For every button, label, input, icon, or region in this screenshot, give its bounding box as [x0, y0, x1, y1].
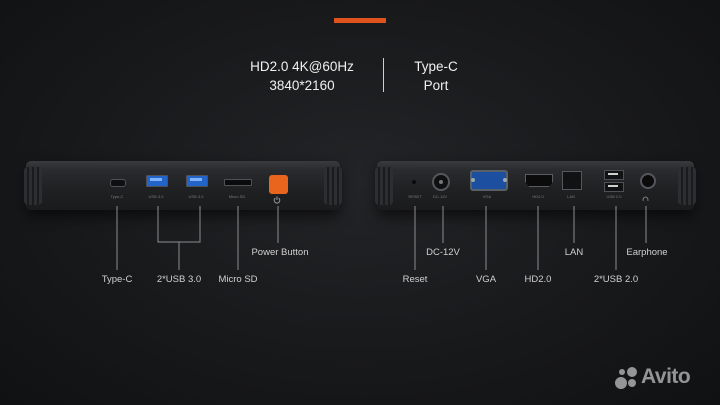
- callout-dc: DC-12V: [426, 247, 460, 258]
- callout-vga: VGA: [475, 274, 497, 285]
- callout-usb2: 2*USB 2.0: [593, 274, 639, 285]
- power-icon: [273, 196, 281, 204]
- usb2-port-2: [604, 182, 624, 192]
- power-button: [269, 175, 288, 194]
- port-label-reset: RESET: [408, 194, 422, 199]
- callout-hd: HD2.0: [524, 274, 552, 285]
- right-heatsink-fin: [324, 167, 342, 205]
- device-rear-panel: RESET DC-12V VGA HD2.0 LAN USB 2.0: [375, 161, 696, 210]
- callout-usb3: 2*USB 3.0: [156, 274, 202, 285]
- typec-spec-line1: Type-C: [414, 59, 458, 74]
- dc-power-jack: [432, 173, 450, 191]
- left-heatsink-fin: [24, 167, 42, 205]
- callout-microsd: Micro SD: [218, 274, 258, 285]
- microsd-slot: [224, 179, 252, 186]
- typec-spec: Type-C Port: [396, 57, 476, 95]
- left-heatsink-fin: [375, 167, 393, 205]
- usb3-port-2: [186, 175, 208, 187]
- port-label-usb3-2: USB 3.0: [188, 194, 204, 199]
- accent-bar: [334, 18, 386, 23]
- typec-spec-line2: Port: [423, 78, 449, 93]
- typec-port: [110, 179, 126, 187]
- hdmi-port: [525, 174, 553, 187]
- callout-earphone: Earphone: [626, 247, 668, 258]
- port-label-usb3-1: USB 3.0: [148, 194, 164, 199]
- usb3-port-1: [146, 175, 168, 187]
- port-label-hd: HD2.0: [532, 194, 544, 199]
- earphone-jack: [640, 173, 656, 189]
- port-label-lan: LAN: [567, 194, 575, 199]
- headphone-icon: [642, 196, 649, 201]
- right-heatsink-fin: [678, 167, 696, 205]
- port-label-usb2: USB 2.0: [606, 194, 622, 199]
- vga-port: [470, 170, 508, 191]
- callout-reset: Reset: [402, 274, 428, 285]
- port-label-typec: Type-C: [110, 194, 124, 199]
- port-label-vga: VGA: [482, 194, 492, 199]
- reset-pinhole: [412, 180, 416, 184]
- port-label-dc: DC-12V: [432, 194, 448, 199]
- spec-divider: [383, 58, 384, 92]
- hdmi-spec: HD2.0 4K@60Hz 3840*2160: [238, 57, 366, 95]
- port-label-microsd: Micro SD: [228, 194, 246, 199]
- callout-power: Power Button: [251, 247, 309, 258]
- avito-watermark: Avito: [641, 365, 691, 388]
- hdmi-spec-line2: 3840*2160: [269, 78, 335, 93]
- avito-dots-icon: [615, 367, 637, 389]
- callout-lan: LAN: [564, 247, 584, 258]
- device-front-panel: Type-C USB 3.0 USB 3.0 Micro SD: [24, 161, 342, 210]
- usb2-port-1: [604, 170, 624, 180]
- lan-port: [562, 171, 582, 190]
- hdmi-spec-line1: HD2.0 4K@60Hz: [250, 59, 354, 74]
- callout-typec: Type-C: [101, 274, 133, 285]
